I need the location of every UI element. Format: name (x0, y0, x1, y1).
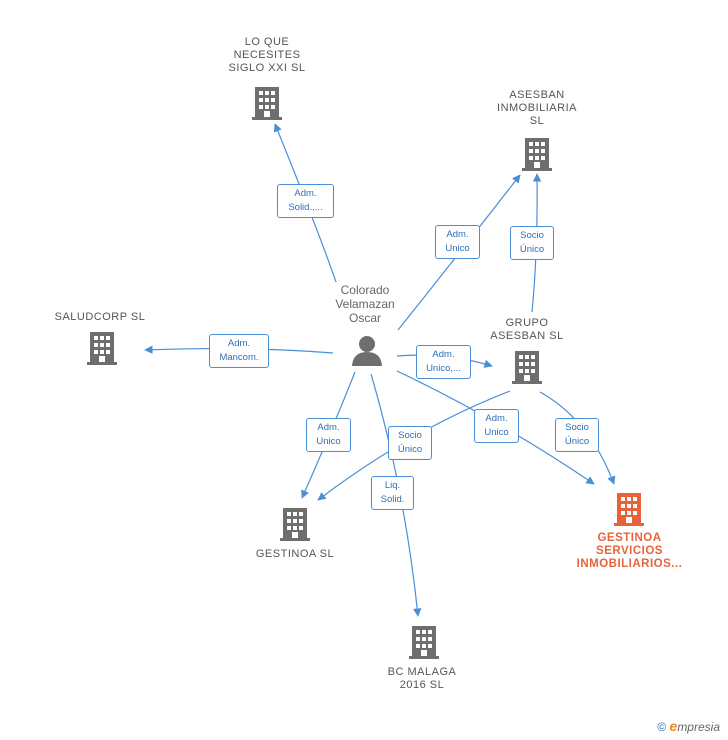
building-icon-saludcorp[interactable] (87, 332, 117, 365)
building-icon-bc-malaga[interactable] (409, 626, 439, 659)
brand-logo: © empresia (657, 718, 720, 734)
edge-label-socio-unico-gestinoa-serv[interactable]: Socio Único (555, 418, 599, 452)
building-icon-gestinoa-sl[interactable] (280, 508, 310, 541)
building-icon-gestinoa-serv[interactable] (614, 493, 644, 526)
person-name[interactable]: Colorado Velamazan Oscar (335, 283, 395, 325)
copyright-symbol: © (657, 720, 667, 734)
edge-label-socio-unico-gestinoa-sl[interactable]: Socio Único (388, 426, 432, 460)
company-label-asesban[interactable]: ASESBAN INMOBILIARIA SL (497, 89, 577, 127)
edge-label-liq-solid[interactable]: Liq. Solid. (371, 476, 414, 510)
edge-label-adm-unico-gestinoa-serv[interactable]: Adm. Unico (474, 409, 519, 443)
person-icon[interactable] (352, 336, 382, 366)
edge-label-adm-unico-gestinoa-sl[interactable]: Adm. Unico (306, 418, 351, 452)
building-icon-grupo[interactable] (512, 351, 542, 384)
edge-label-adm-unico-asesban[interactable]: Adm. Unico (435, 225, 480, 259)
company-label-grupo[interactable]: GRUPO ASESBAN SL (490, 317, 564, 342)
brand-e: e (669, 718, 678, 734)
building-icon-asesban[interactable] (522, 138, 552, 171)
company-label-gestinoa-serv[interactable]: GESTINOA SERVICIOS INMOBILIARIOS... (576, 532, 683, 570)
company-label-bc-malaga[interactable]: BC MALAGA 2016 SL (387, 666, 457, 691)
edge-label-adm-solid[interactable]: Adm. Solid.,... (277, 184, 334, 218)
company-label-lo-que[interactable]: LO QUE NECESITES SIGLO XXI SL (228, 36, 306, 74)
edge-label-socio-unico-asesban[interactable]: Socio Único (510, 226, 554, 260)
company-label-saludcorp[interactable]: SALUDCORP SL (54, 311, 146, 323)
company-label-gestinoa-sl[interactable]: GESTINOA SL (255, 548, 335, 560)
edge-label-adm-unico-grupo[interactable]: Adm. Unico,... (416, 345, 471, 379)
building-icon-lo-que[interactable] (252, 87, 282, 120)
edge-label-adm-mancom[interactable]: Adm. Mancom. (209, 334, 269, 368)
brand-name: mpresia (677, 720, 720, 734)
